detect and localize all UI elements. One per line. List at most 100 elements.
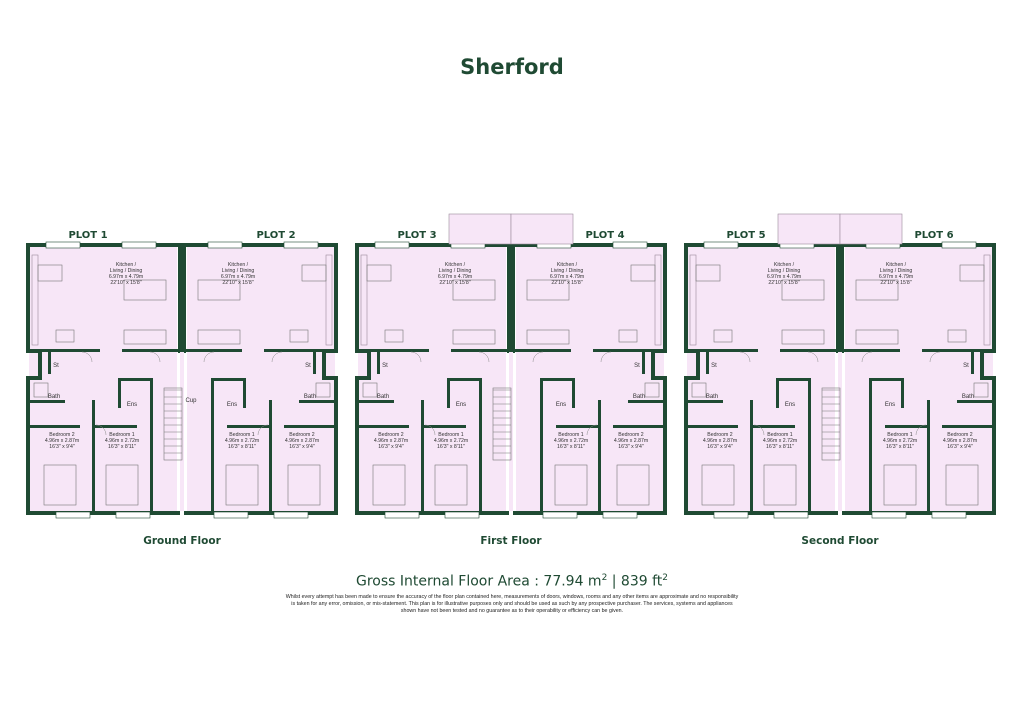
bedroom-wall [927,400,930,512]
window [115,511,151,519]
bed [372,464,406,506]
island [55,329,75,343]
sofa [123,279,167,301]
partition [30,349,100,352]
bed [105,464,139,506]
bedroom-1-dimensions-metric: 4.96m x 2.72m [225,438,259,444]
bedroom-wall [30,425,80,428]
sofa [781,279,825,301]
wall-outer-lower [992,378,996,515]
bath-wall [957,400,992,403]
bath-label: Bath [377,394,389,400]
bath-wall [628,400,663,403]
floor-area [187,246,335,512]
bedroom-wall [150,378,153,512]
wall-step-b [980,376,996,380]
dining-table [959,264,985,282]
wall-bottom [842,511,996,515]
ens-wall [447,378,482,381]
bath-wall [299,400,334,403]
kitchen-dimensions-metric: 6.97m x 4.79m [879,274,913,280]
bedroom-1-dimensions-metric: 4.96m x 2.72m [105,438,139,444]
wall-top [684,243,838,247]
bedroom-2-label: Bedroom 2 [378,432,403,438]
wall-top [842,243,996,247]
store-wall [377,352,380,374]
balcony [777,213,841,245]
dining-table [630,264,656,282]
bedroom-1-label: Bedroom 1 [109,432,134,438]
island [289,329,309,343]
bedroom-2-dimensions-metric: 4.96m x 2.87m [374,438,408,444]
window [871,511,907,519]
bath-wall [30,400,65,403]
ens-wall [118,378,121,408]
bath-tub [973,382,989,398]
bedroom-wall [227,425,269,428]
kitchen-label: Living / Dining [551,268,584,274]
door-swing [753,424,765,436]
store-label: St [53,363,59,369]
wall-bottom [184,511,338,515]
island [713,329,733,343]
kitchen-label: Kitchen / [228,262,249,268]
window [444,511,480,519]
door-swing [600,351,612,363]
partition [264,349,334,352]
door-swing [861,351,873,363]
wall-party [178,243,182,353]
bath-tub [33,382,49,398]
balcony [839,213,903,245]
unit [182,241,338,519]
dining-table [301,264,327,282]
wall-outer-upper [663,243,667,353]
store-wall [971,352,974,374]
bedroom-1-label: Bedroom 1 [887,432,912,438]
kitchen-dimensions-imperial: 22'10" x 15'8" [222,280,253,286]
kitchen-dimensions-imperial: 22'10" x 15'8" [768,280,799,286]
bed [616,464,650,506]
unit [511,241,667,519]
partition [515,349,571,352]
kitchen-dimensions-imperial: 22'10" x 15'8" [551,280,582,286]
balcony [448,213,512,245]
bed [883,464,917,506]
bed [225,464,259,506]
unit [684,241,840,519]
window [941,241,977,249]
ens-wall [447,378,450,408]
bedroom-wall [753,425,795,428]
bedroom-1-label: Bedroom 1 [438,432,463,438]
store-label: St [711,363,717,369]
bedroom-wall [424,425,466,428]
ens-wall [901,378,904,408]
bath-label: Bath [633,394,645,400]
plot-label: PLOT 6 [914,230,953,241]
wall-bottom [355,511,509,515]
bed [701,464,735,506]
page-title: Sherford [460,55,564,79]
bath-label: Bath [48,394,60,400]
bedroom-wall [479,378,482,512]
store-wall [313,352,316,374]
bedroom-wall [808,378,811,512]
sofa [197,329,241,345]
counter [325,254,333,346]
dining-table [366,264,392,282]
balcony [510,213,574,245]
sofa [526,329,570,345]
partition [780,349,836,352]
bath-tub [691,382,707,398]
counter [360,254,368,346]
window [283,241,319,249]
floor-area [358,246,506,512]
plot-label: PLOT 1 [68,230,107,241]
ens-wall [869,378,904,381]
window [703,241,739,249]
window [213,511,249,519]
window [602,511,638,519]
bed [43,464,77,506]
bedroom-wall [885,425,927,428]
partition [186,349,242,352]
sofa [452,329,496,345]
